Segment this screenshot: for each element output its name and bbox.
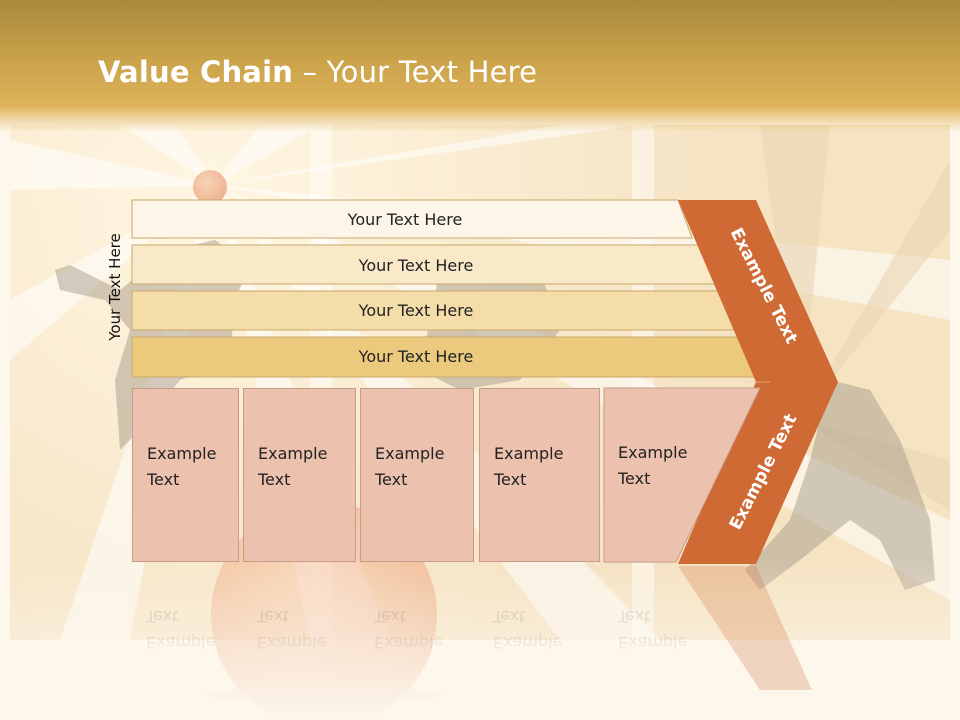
box-1-line-1: Example	[147, 444, 217, 463]
reflection-2: Example Text	[243, 567, 356, 697]
title-bar	[0, 0, 960, 132]
row-3-label: Your Text Here	[358, 300, 474, 320]
reflection-2-line-2: Text	[257, 607, 290, 626]
title-rest: – Your Text Here	[293, 55, 538, 89]
row-4: Your Text Here	[132, 337, 700, 375]
box-3-line-2: Text	[375, 470, 408, 489]
reflection-1-line-2: Text	[146, 607, 179, 626]
row-1: Your Text Here	[132, 200, 678, 238]
reflection-5-line-1: Example	[618, 633, 688, 652]
reflection-4-line-1: Example	[493, 633, 563, 652]
box-5-line-1: Example	[618, 443, 688, 462]
row-2-label: Your Text Here	[358, 255, 474, 275]
reflection-5-line-2: Text	[618, 607, 651, 626]
box-4-line-1: Example	[494, 444, 564, 463]
row-4-label: Your Text Here	[358, 346, 474, 366]
reflection-1-line-1: Example	[146, 633, 216, 652]
row-3: Your Text Here	[132, 291, 700, 329]
box-5-line-2: Text	[618, 469, 651, 488]
reflection-3-line-2: Text	[374, 607, 407, 626]
reflection-4: Example Text	[479, 567, 600, 697]
reflection-1: Example Text	[132, 567, 239, 697]
box-1-line-2: Text	[147, 470, 180, 489]
row-2: Your Text Here	[132, 246, 700, 284]
reflection-3: Example Text	[360, 567, 474, 697]
row-1-label: Your Text Here	[347, 209, 463, 229]
row-shape-1	[131, 199, 693, 239]
page-title: Value Chain – Your Text Here	[98, 55, 537, 89]
box-2-line-2: Text	[258, 470, 291, 489]
reflection-4-line-2: Text	[493, 607, 526, 626]
box-3-line-1: Example	[375, 444, 445, 463]
reflection-2-line-1: Example	[257, 633, 327, 652]
box-shape-5	[603, 387, 761, 563]
box-4-line-2: Text	[494, 470, 527, 489]
reflection-5: Example Text	[604, 567, 704, 697]
title-bold: Value Chain	[98, 55, 294, 89]
reflection-3-line-1: Example	[374, 633, 444, 652]
box-2-line-1: Example	[258, 444, 328, 463]
